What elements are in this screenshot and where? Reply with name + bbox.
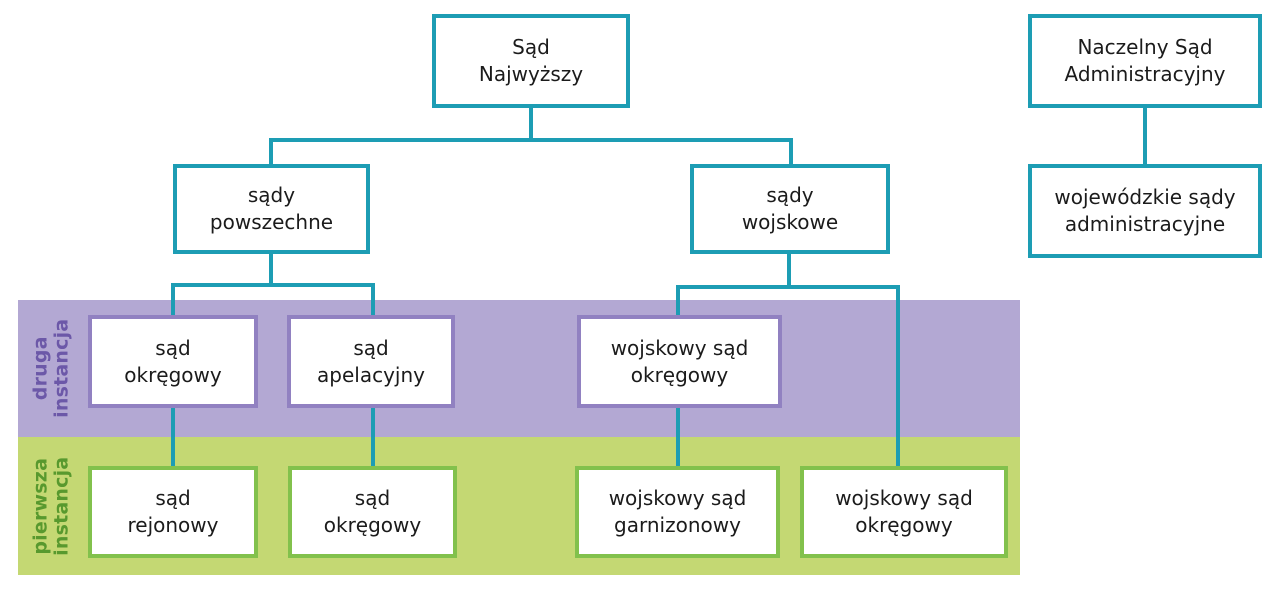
connector-common-horizontal bbox=[171, 283, 375, 287]
node-wojewodzkie-sady-administracyjne: wojewódzkie sądy administracyjne bbox=[1028, 164, 1262, 258]
node-sad-okregowy-pierwsza-instancja: sąd okręgowy bbox=[288, 466, 457, 558]
connector-district-second-to-regional bbox=[171, 408, 175, 466]
node-label-sady-wojskowe: sądy wojskowe bbox=[741, 183, 839, 234]
node-wojskowy-sad-okregowy-pierwsza-instancja: wojskowy sąd okręgowy bbox=[800, 466, 1008, 558]
second-instance-label-wrap: druga instancja bbox=[18, 300, 86, 437]
first-instance-label: pierwsza instancja bbox=[29, 456, 73, 556]
connector-military-horizontal bbox=[676, 285, 900, 289]
connector-common-stub bbox=[269, 254, 273, 287]
node-label-sad-okregowy-pierwsza-instancja: sąd okręgowy bbox=[323, 486, 422, 537]
connector-military-second-to-garrison bbox=[676, 408, 680, 466]
node-wojskowy-sad-garnizonowy: wojskowy sąd garnizonowy bbox=[575, 466, 780, 558]
node-naczelny-sad-administracyjny: Naczelny Sąd Administracyjny bbox=[1028, 14, 1262, 108]
node-label-sad-rejonowy: sąd rejonowy bbox=[127, 486, 219, 537]
node-label-naczelny-sad-administracyjny: Naczelny Sąd Administracyjny bbox=[1064, 35, 1226, 86]
connector-drop-military-district-second bbox=[676, 285, 680, 315]
node-sady-wojskowe: sądy wojskowe bbox=[690, 164, 890, 254]
connector-drop-common bbox=[269, 138, 273, 164]
node-sady-powszechne: sądy powszechne bbox=[173, 164, 370, 254]
node-label-wojskowy-sad-okregowy-druga-instancja: wojskowy sąd okręgowy bbox=[610, 335, 749, 387]
node-label-sad-najwyzszy: Sąd Najwyższy bbox=[478, 35, 584, 86]
node-label-wojewodzkie-sady-administracyjne: wojewódzkie sądy administracyjne bbox=[1054, 185, 1236, 236]
node-label-sady-powszechne: sądy powszechne bbox=[209, 183, 334, 234]
node-sad-apelacyjny: sąd apelacyjny bbox=[287, 315, 455, 408]
node-label-sad-okregowy-druga-instancja: sąd okręgowy bbox=[124, 335, 222, 387]
node-label-sad-apelacyjny: sąd apelacyjny bbox=[317, 335, 425, 387]
connector-supreme-stub bbox=[529, 108, 533, 142]
first-instance-label-wrap: pierwsza instancja bbox=[18, 437, 86, 575]
connector-military-stub bbox=[787, 254, 791, 289]
node-label-wojskowy-sad-garnizonowy: wojskowy sąd garnizonowy bbox=[608, 486, 747, 537]
node-wojskowy-sad-okregowy-druga-instancja: wojskowy sąd okręgowy bbox=[577, 315, 782, 408]
connector-supreme-horizontal bbox=[269, 138, 793, 142]
connector-drop-military-district-first bbox=[896, 285, 900, 466]
connector-drop-district-second bbox=[171, 283, 175, 315]
connector-nsa-to-wsa bbox=[1143, 108, 1147, 164]
connector-drop-military bbox=[789, 138, 793, 164]
second-instance-label: druga instancja bbox=[29, 318, 73, 419]
node-sad-okregowy-druga-instancja: sąd okręgowy bbox=[88, 315, 258, 408]
connector-drop-appellate bbox=[371, 283, 375, 315]
connector-appellate-to-district-first bbox=[371, 408, 375, 466]
node-label-wojskowy-sad-okregowy-pierwsza-instancja: wojskowy sąd okręgowy bbox=[835, 486, 973, 537]
node-sad-najwyzszy: Sąd Najwyższy bbox=[432, 14, 630, 108]
node-sad-rejonowy: sąd rejonowy bbox=[88, 466, 258, 558]
